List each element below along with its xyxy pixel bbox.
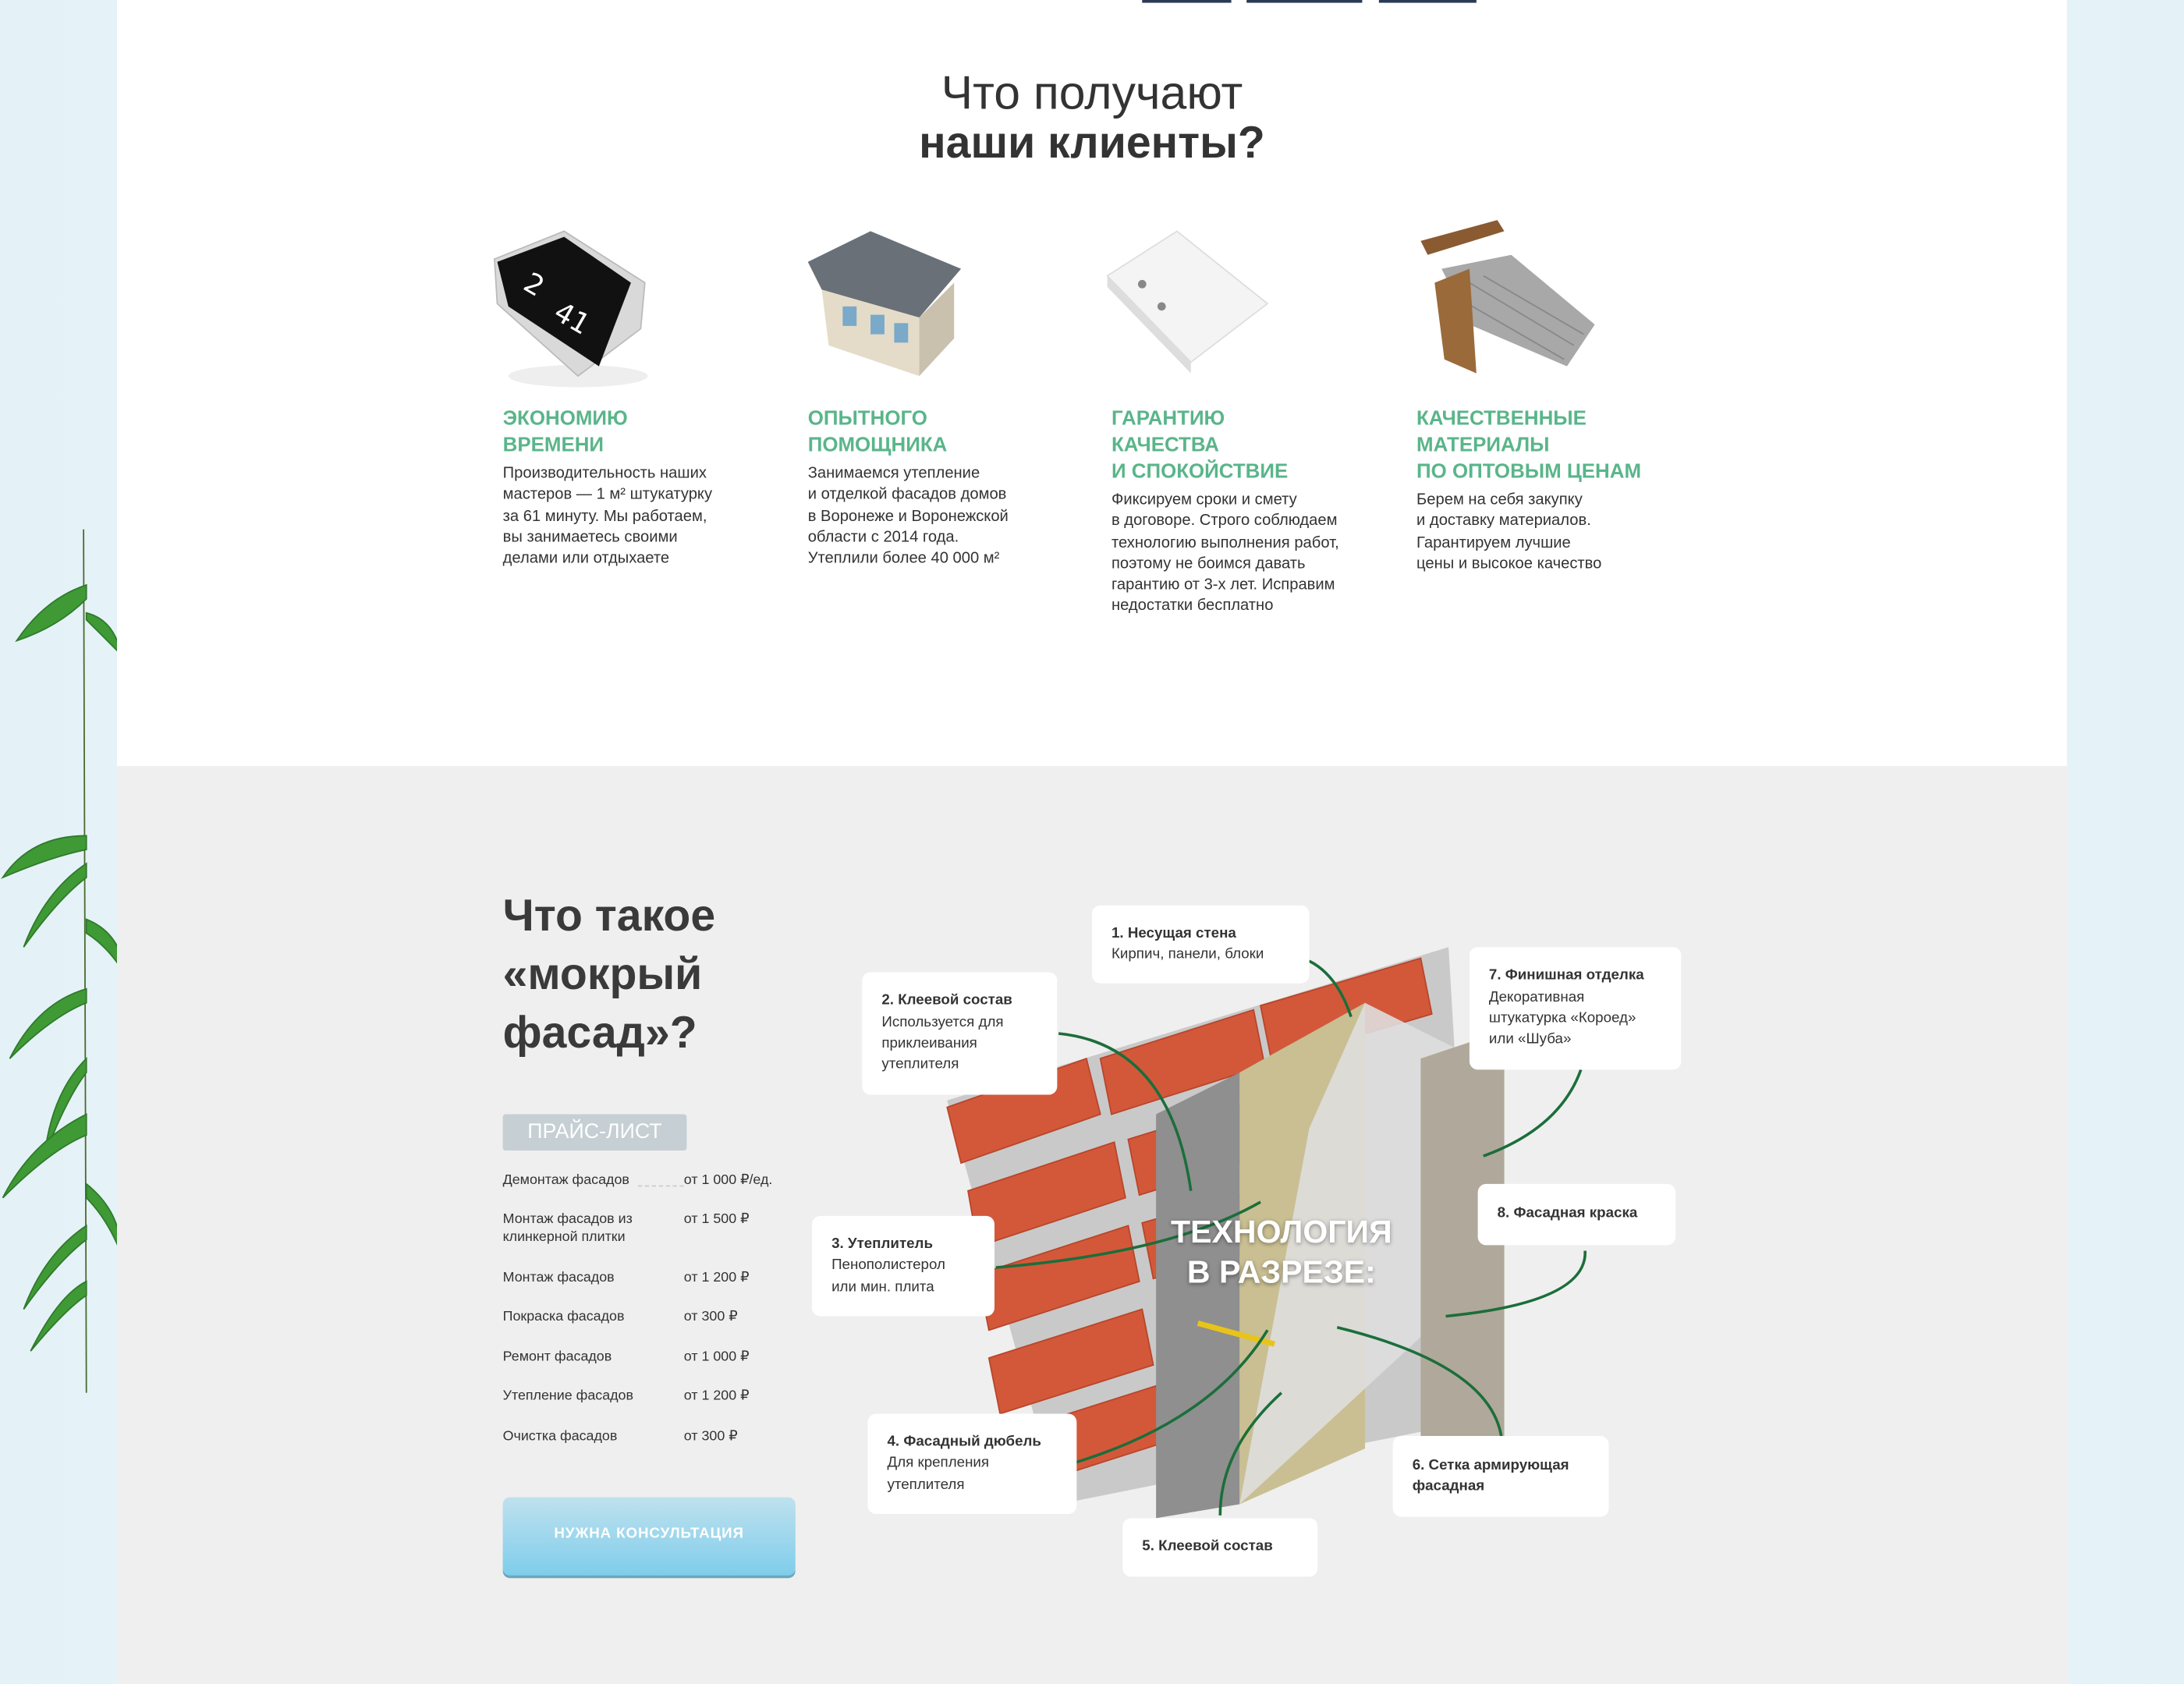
diagram-title: ТЕХНОЛОГИЯ В РАЗРЕЗЕ: — [1171, 1213, 1392, 1290]
price-name: Ремонт фасадов — [502, 1349, 612, 1365]
callout-title: 3. Утеплитель — [831, 1235, 934, 1253]
benefits-title: Что получают — [941, 66, 1243, 120]
benefit-materials: Качественные материалы по оптовым ценамБ… — [1416, 406, 1695, 575]
callout-title: 4. Фасадный дюбель — [887, 1433, 1041, 1450]
benefit-guarantee: Гарантию качества и спокойствиеФиксируем… — [1112, 406, 1390, 618]
dotted-leader — [637, 1185, 684, 1187]
facade-title: Что такое «мокрый фасад»? — [502, 890, 716, 1058]
folder-icon — [1106, 230, 1269, 374]
benefit-helper: Опытного помощникаЗанимаемся утепление и… — [808, 406, 1087, 570]
clock-icon: 2 41 — [493, 230, 648, 388]
price-name: Монтаж фасадов — [502, 1270, 615, 1286]
price-value: от 1 000 ₽ — [683, 1349, 750, 1365]
price-name: Очистка фасадов — [502, 1429, 618, 1445]
price-name: Демонтаж фасадов — [502, 1172, 629, 1189]
price-value: от 1 200 ₽ — [683, 1388, 750, 1404]
benefit-heading: Экономию времени — [502, 408, 628, 457]
benefit-heading: Гарантию качества и спокойствие — [1111, 408, 1289, 484]
nav-tab[interactable] — [1378, 0, 1477, 3]
price-value: от 1 500 ₽ — [683, 1211, 750, 1228]
benefit-text: Фиксируем сроки и смету в договоре. Стро… — [1111, 491, 1339, 615]
benefit-text: Производительность наших мастеров — 1 м²… — [502, 465, 713, 568]
price-name: Утепление фасадов — [502, 1388, 633, 1404]
plant-decoration — [1, 529, 126, 1393]
benefit-time: Экономию времениПроизводительность наших… — [503, 406, 782, 570]
price-value: от 1 200 ₽ — [683, 1270, 750, 1286]
callout-title: 6. Сетка армирующая фасадная — [1412, 1456, 1569, 1495]
price-list-badge: ПРАЙС-ЛИСТ — [502, 1114, 687, 1150]
callout-text: Кирпич, панели, блоки — [1111, 945, 1264, 963]
callout-title: 2. Клеевой состав — [881, 992, 1012, 1009]
materials-icon — [1420, 220, 1595, 374]
callout-title: 5. Клеевой состав — [1142, 1538, 1273, 1555]
callout-text: Декоративная штукатурка «Короед» или «Шу… — [1488, 988, 1636, 1048]
callout-text: Для крепления утеплителя — [887, 1454, 990, 1493]
price-value: от 300 ₽ — [683, 1309, 738, 1325]
callout-paint: 8. Фасадная краска — [1477, 1183, 1676, 1246]
callout-text: Используется для приклеивания утеплителя — [881, 1013, 1004, 1073]
price-name: Монтаж фасадов из клинкерной плитки — [502, 1211, 633, 1246]
benefit-text: Занимаемся утепление и отделкой фасадов … — [807, 465, 1009, 568]
nav-tab[interactable] — [1246, 0, 1363, 3]
callout-adhesive-2: 5. Клеевой состав — [1122, 1518, 1318, 1577]
benefits-title-bold: наши клиенты? — [919, 116, 1265, 168]
callout-title: 7. Финишная отделка — [1488, 967, 1644, 984]
price-name: Покраска фасадов — [502, 1309, 625, 1325]
facade-cross-section-diagram — [946, 947, 1587, 1519]
price-value: от 300 ₽ — [683, 1429, 738, 1445]
nav-tab[interactable] — [1142, 0, 1232, 3]
benefit-text: Берем на себя закупку и доставку материа… — [1416, 491, 1602, 573]
callout-title: 8. Фасадная краска — [1497, 1205, 1638, 1222]
house-icon — [807, 231, 962, 377]
consultation-button[interactable]: НУЖНА КОНСУЛЬТАЦИЯ — [502, 1497, 796, 1576]
price-value: от 1 000 ₽/ед. — [683, 1172, 773, 1189]
callout-mesh: 6. Сетка армирующая фасадная — [1392, 1436, 1609, 1517]
benefit-heading: Опытного помощника — [807, 408, 948, 457]
callout-text: Пенополистерол или мин. плита — [831, 1257, 945, 1296]
benefit-heading: Качественные материалы по оптовым ценам — [1416, 408, 1642, 484]
callout-title: 1. Несущая стена — [1111, 924, 1236, 941]
